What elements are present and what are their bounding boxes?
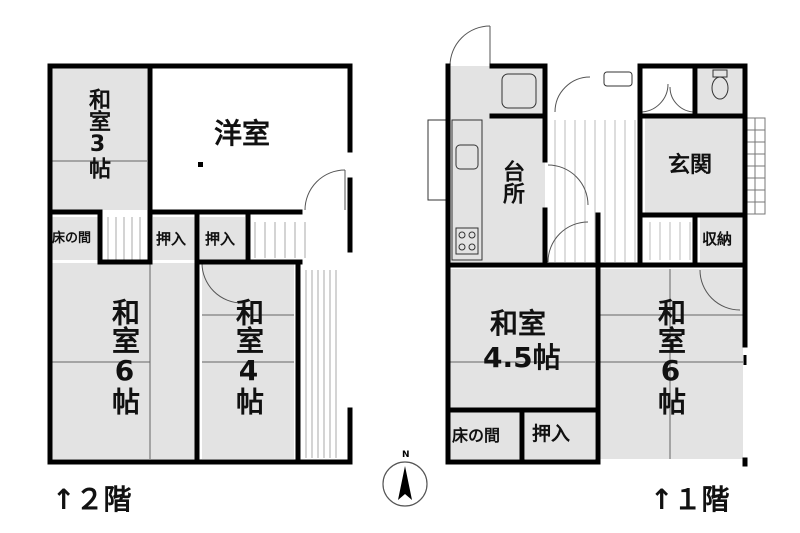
compass-north-label: N [402,450,410,460]
label-oshiire-2f-b: 押入 [205,230,236,248]
toilet-fill [698,66,743,114]
closet-2f-b-fill [200,217,245,260]
youshitsu-marker [198,162,203,167]
label-washitsu4: 和室4帖 [232,298,265,415]
label-washitsu45-b: 4.5帖 [483,341,561,374]
label-tokonoma-2f: 床の間 [52,231,92,246]
room-washitsu45-fill [450,269,595,410]
label-washitsu3: 和室3帖 [85,88,110,179]
storage-1f-fill [700,217,743,262]
room-washitsu4-fill [202,263,294,459]
label-genkan: 玄関 [668,153,713,178]
label-washitsu6-1f: 和室6帖 [654,298,687,415]
label-youshitsu: 洋室 [214,117,271,150]
bath-fill [496,66,542,114]
label-washitsu6-2f: 和室6帖 [108,298,141,415]
label-daidokoro: 台所 [499,160,524,204]
label-oshiire-1f: 押入 [532,423,571,445]
closet-2f-a-fill [153,217,195,260]
first-floor-plan [427,25,766,467]
room-washitsu6-1f-fill [600,269,743,459]
floor-label-2f: ↑２階 [52,483,132,516]
tokonoma-1f-fill [450,412,520,459]
room-genkan-fill [645,118,743,214]
second-floor-plan [47,63,353,465]
label-shuunou: 収納 [702,230,733,248]
tokonoma-2f-fill [52,217,98,260]
closet-1f-fill [525,412,595,459]
north-compass [382,461,428,507]
label-washitsu45-a: 和室 [490,307,547,340]
floor-label-1f: ↑１階 [650,483,730,516]
room-washitsu3-fill [52,68,147,210]
room-washitsu6-2f-fill [52,263,197,459]
label-oshiire-2f-a: 押入 [156,230,187,248]
label-tokonoma-1f: 床の間 [452,426,501,445]
